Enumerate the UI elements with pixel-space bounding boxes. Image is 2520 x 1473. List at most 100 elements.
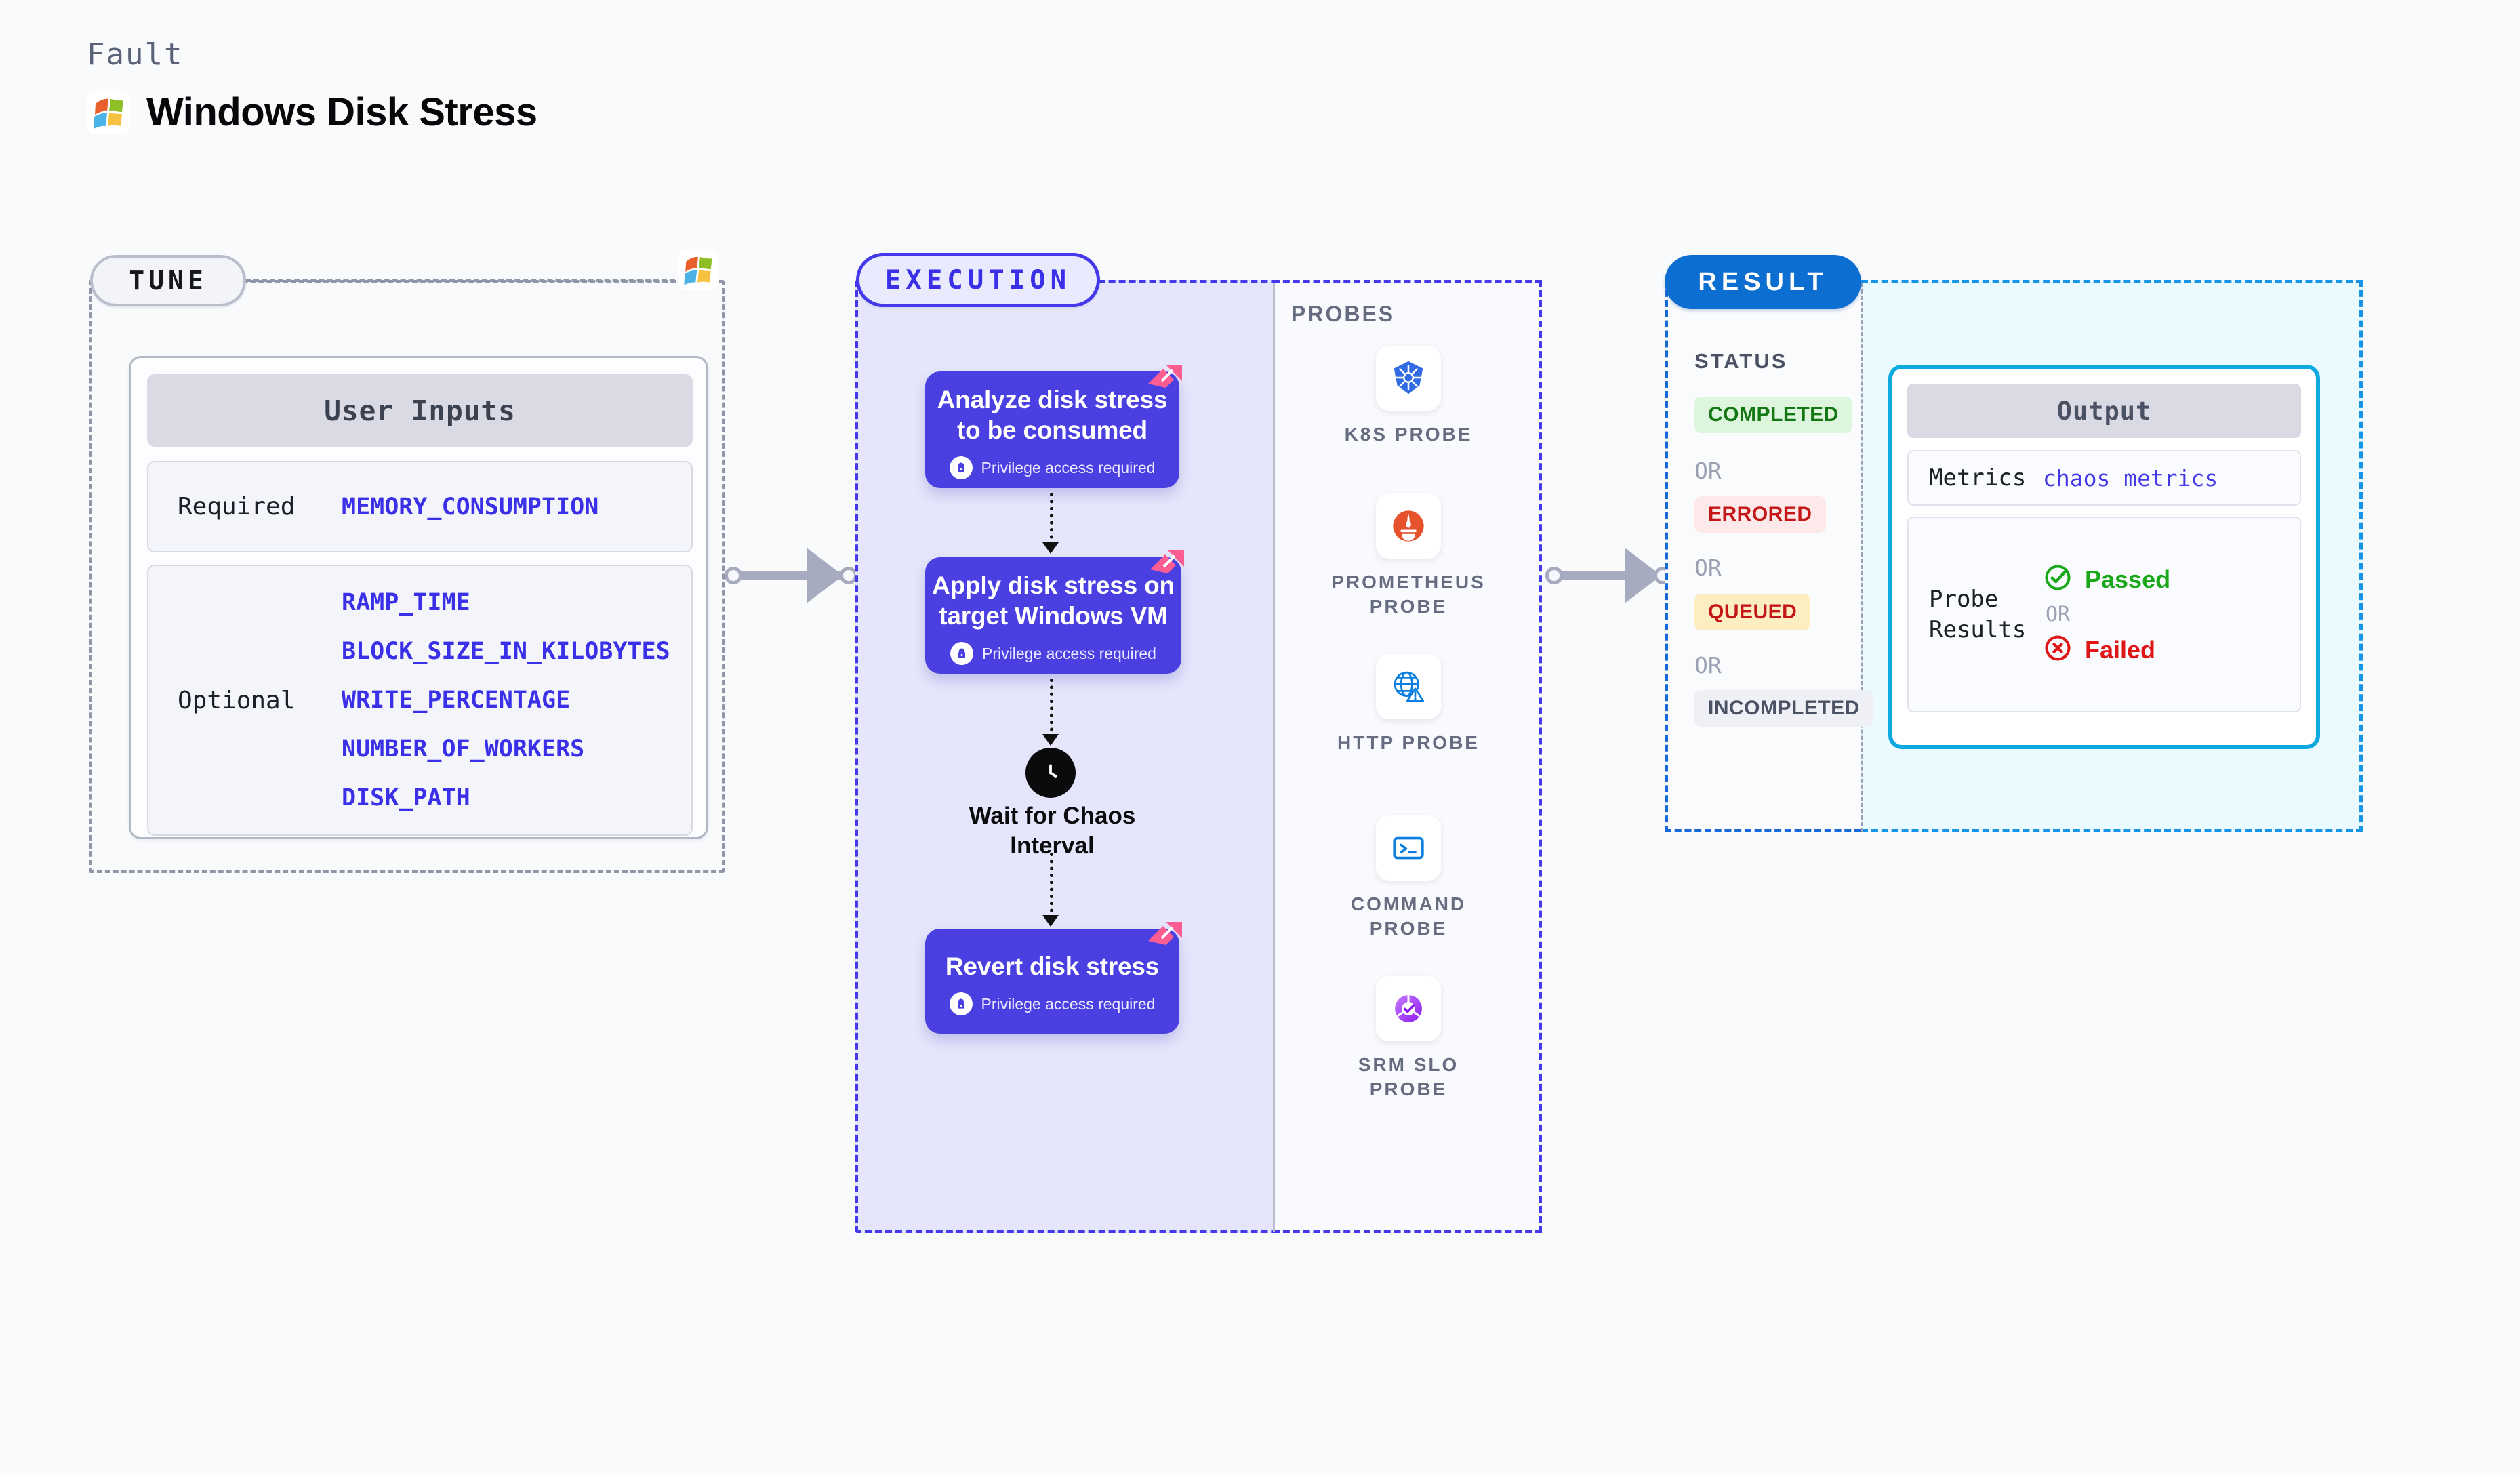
srm-slo-icon	[1376, 976, 1441, 1041]
metrics-row: Metrics chaos metrics	[1907, 450, 2301, 506]
probe-item-srm-slo[interactable]: SRM SLO PROBE	[1317, 976, 1500, 1102]
input-disk-path[interactable]: DISK_PATH	[342, 784, 470, 811]
optional-values: RAMP_TIME BLOCK_SIZE_IN_KILOBYTES WRITE_…	[342, 589, 670, 811]
tune-pill-label: TUNE	[129, 266, 207, 296]
fault-kicker: Fault	[87, 37, 184, 72]
connector-dot-left	[725, 567, 742, 584]
windows-logo-icon	[87, 90, 130, 134]
x-circle-icon	[2043, 633, 2073, 666]
http-globe-warning-icon	[1376, 654, 1441, 719]
step-privilege-text: Privilege access required	[982, 644, 1156, 662]
step-privilege-note: Privilege access required	[949, 456, 1156, 480]
flow-arrow-2	[1050, 679, 1053, 738]
input-block-size[interactable]: BLOCK_SIZE_IN_KILOBYTES	[342, 638, 670, 665]
lock-icon	[949, 992, 973, 1016]
windows-logo-icon	[678, 249, 718, 290]
status-badge-queued: QUEUED	[1694, 594, 1811, 630]
page-title: Windows Disk Stress	[146, 90, 537, 134]
result-pill-badge[interactable]: RESULT	[1665, 255, 1861, 309]
flow-arrowhead-2	[1042, 734, 1059, 746]
step-card-analyze[interactable]: Analyze disk stress to be consumed Privi…	[925, 365, 1182, 488]
output-card-header: Output	[1907, 384, 2301, 438]
probe-label: SRM SLO PROBE	[1358, 1054, 1459, 1099]
step-card-revert[interactable]: Revert disk stress Privilege access requ…	[925, 922, 1182, 1034]
litmus-ribbon-icon	[1148, 922, 1182, 945]
failed-label: Failed	[2085, 635, 2156, 664]
step-privilege-note: Privilege access required	[949, 992, 1156, 1016]
clock-icon	[1025, 748, 1076, 798]
input-memory-consumption[interactable]: MEMORY_CONSUMPTION	[342, 493, 599, 521]
probe-label: COMMAND PROBE	[1350, 893, 1467, 939]
step-title: Revert disk stress	[945, 952, 1160, 980]
user-inputs-card: User Inputs Required MEMORY_CONSUMPTION …	[129, 356, 708, 839]
probe-result-failed: Failed	[2043, 633, 2170, 666]
required-label: Required	[178, 493, 296, 521]
probe-item-k8s[interactable]: K8S PROBE	[1317, 346, 1500, 447]
lock-icon	[950, 642, 974, 666]
status-badge-completed: COMPLETED	[1694, 397, 1852, 433]
input-number-of-workers[interactable]: NUMBER_OF_WORKERS	[342, 735, 585, 763]
probe-results-label: Probe Results	[1929, 585, 2027, 643]
prometheus-icon	[1376, 493, 1441, 559]
page-header: Fault Windows Disk Stress	[87, 37, 537, 135]
flow-arrowhead-3	[1042, 915, 1059, 927]
optional-label: Optional	[178, 686, 296, 714]
input-write-percentage[interactable]: WRITE_PERCENTAGE	[342, 687, 571, 714]
step-title: Apply disk stress on target Windows VM	[932, 571, 1175, 630]
step-title: Analyze disk stress to be consumed	[937, 385, 1168, 444]
step-card-apply[interactable]: Apply disk stress on target Windows VM P…	[925, 550, 1184, 674]
result-divider	[1861, 283, 1863, 832]
metrics-value[interactable]: chaos metrics	[2043, 464, 2218, 491]
tune-pill-badge[interactable]: TUNE	[90, 255, 246, 306]
metrics-label: Metrics	[1929, 464, 2027, 491]
status-or-2: OR	[1694, 554, 1722, 581]
title-row: Windows Disk Stress	[87, 89, 537, 135]
connector-arrowhead	[807, 548, 843, 603]
user-inputs-header: User Inputs	[147, 374, 693, 447]
status-section-label: STATUS	[1694, 349, 1788, 373]
probe-item-http[interactable]: HTTP PROBE	[1317, 654, 1500, 755]
status-badge-incompleted: INCOMPLETED	[1694, 690, 1873, 727]
litmus-ribbon-icon	[1148, 365, 1182, 388]
probe-item-prometheus[interactable]: PROMETHEUS PROBE	[1317, 493, 1500, 619]
result-panel	[1665, 280, 1861, 832]
probes-divider	[1273, 283, 1275, 1232]
probes-panel	[1273, 280, 1542, 1233]
connector-dot-left	[1545, 567, 1563, 584]
flow-arrow-1	[1050, 493, 1053, 546]
status-or-1: OR	[1694, 458, 1722, 484]
kubernetes-icon	[1376, 346, 1441, 411]
input-ramp-time[interactable]: RAMP_TIME	[342, 589, 470, 616]
execution-pill-label: EXECUTION	[885, 264, 1072, 296]
terminal-icon	[1376, 815, 1441, 881]
required-inputs-block: Required MEMORY_CONSUMPTION	[147, 461, 693, 552]
required-values: MEMORY_CONSUMPTION	[342, 493, 598, 521]
probe-label: HTTP PROBE	[1337, 732, 1480, 753]
user-inputs-title: User Inputs	[324, 394, 516, 427]
flow-arrow-3	[1050, 853, 1053, 919]
lock-icon	[949, 456, 973, 480]
probe-label: K8S PROBE	[1344, 424, 1473, 445]
probe-result-or: OR	[2046, 603, 2071, 626]
probe-results-row: Probe Results Passed OR	[1907, 517, 2301, 712]
passed-label: Passed	[2085, 565, 2171, 593]
flow-arrowhead-1	[1042, 542, 1059, 554]
check-circle-icon	[2043, 563, 2073, 596]
step-privilege-text: Privilege access required	[981, 458, 1156, 477]
result-pill-label: RESULT	[1698, 267, 1828, 296]
litmus-ribbon-icon	[1150, 550, 1184, 573]
step-privilege-text: Privilege access required	[981, 994, 1156, 1013]
execution-pill-badge[interactable]: EXECUTION	[856, 253, 1100, 307]
status-or-3: OR	[1694, 652, 1722, 679]
step-privilege-note: Privilege access required	[950, 642, 1156, 666]
probe-results-values: Passed OR Failed	[2043, 563, 2170, 666]
output-title: Output	[2056, 396, 2152, 426]
tune-header-dashed-line	[245, 279, 716, 282]
probes-section-label: PROBES	[1291, 302, 1396, 326]
status-badge-errored: ERRORED	[1694, 496, 1826, 533]
probe-result-passed: Passed	[2043, 563, 2170, 596]
wait-for-chaos-interval-label: Wait for Chaos Interval	[969, 803, 1136, 859]
probe-item-command[interactable]: COMMAND PROBE	[1317, 815, 1500, 941]
optional-inputs-block: Optional RAMP_TIME BLOCK_SIZE_IN_KILOBYT…	[147, 565, 693, 836]
probe-label: PROMETHEUS PROBE	[1331, 571, 1486, 617]
